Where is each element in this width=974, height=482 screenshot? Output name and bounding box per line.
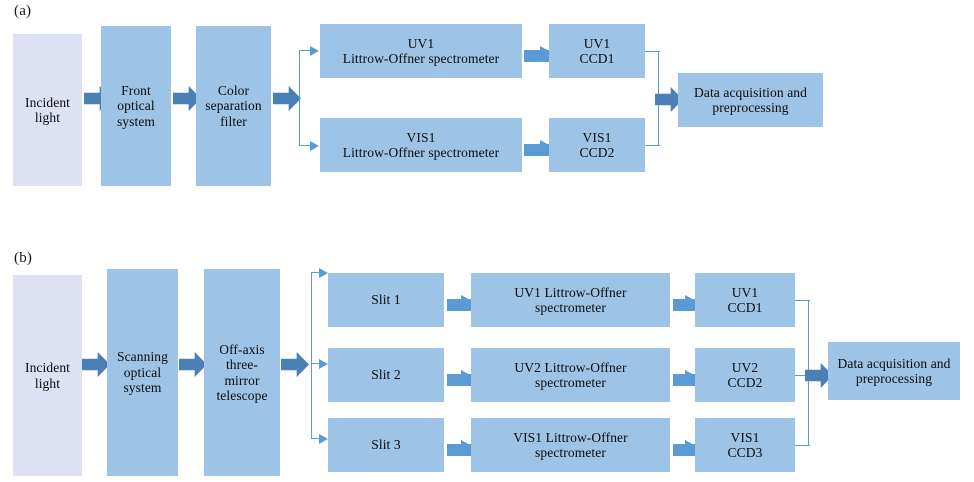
node-data-acquisition-b: Data acquisition and preprocessing bbox=[828, 342, 960, 400]
node-vis1-spectrometer-a: VIS1 Littrow-Offner spectrometer bbox=[320, 118, 522, 172]
node-incident-light-b: Incident light bbox=[13, 275, 82, 476]
node-vis1-ccd2-a: VIS1 CCD2 bbox=[549, 118, 645, 172]
node-label: Slit 1 bbox=[371, 292, 401, 308]
node-data-acquisition-a: Data acquisition and preprocessing bbox=[678, 73, 823, 127]
node-label: VIS1 Littrow-Offner spectrometer bbox=[342, 129, 500, 161]
node-label: Off-axis three- mirror telescope bbox=[216, 341, 268, 404]
arrowhead-vis1-spectrometer-to-ccd2-a bbox=[540, 140, 549, 150]
arrowhead-branch-to-uv1-spectrometer-a bbox=[310, 46, 319, 56]
arrow-scanning-optical-to-telescope-b bbox=[179, 352, 207, 377]
panel-b-label: (b) bbox=[14, 250, 33, 266]
node-uv2-ccd2-b: UV2 CCD2 bbox=[695, 348, 795, 402]
arrowhead-branch-to-vis1-spectrometer-a bbox=[310, 141, 319, 151]
node-label: VIS1 CCD3 bbox=[727, 429, 763, 461]
node-slit-1-b: Slit 1 bbox=[328, 273, 444, 327]
merge-stub-ccd1-b bbox=[795, 300, 810, 302]
node-label: UV1 Littrow-Offner spectrometer bbox=[342, 35, 500, 67]
merge-stub-ccd3-b bbox=[795, 445, 810, 447]
branch-stub-slit1-b bbox=[311, 272, 321, 274]
branch-stub-slit3-b bbox=[311, 438, 321, 440]
arrowhead-slit1-to-uv1-spectrometer-b bbox=[461, 295, 470, 305]
node-label: UV1 CCD1 bbox=[727, 284, 763, 316]
node-off-axis-telescope-b: Off-axis three- mirror telescope bbox=[204, 269, 280, 476]
node-label: UV2 Littrow-Offner spectrometer bbox=[514, 359, 627, 391]
merge-stub-bottom-a bbox=[645, 145, 660, 147]
node-label: Slit 3 bbox=[371, 437, 401, 453]
node-scanning-optical-system-b: Scanning optical system bbox=[107, 269, 178, 476]
node-uv1-ccd1-a: UV1 CCD1 bbox=[549, 24, 645, 78]
node-slit-3-b: Slit 3 bbox=[328, 418, 444, 472]
node-label: Incident light bbox=[24, 360, 71, 391]
node-vis1-ccd3-b: VIS1 CCD3 bbox=[695, 418, 795, 472]
node-label: VIS1 Littrow-Offner spectrometer bbox=[513, 429, 628, 461]
arrow-incident-to-scanning-optical-b bbox=[82, 352, 110, 377]
branch-stub-bottom-a bbox=[299, 145, 312, 147]
node-vis1-spectrometer-b: VIS1 Littrow-Offner spectrometer bbox=[471, 418, 670, 472]
panel-a-label: (a) bbox=[14, 3, 32, 19]
node-label: VIS1 CCD2 bbox=[579, 129, 615, 161]
arrow-color-filter-to-branch-a bbox=[273, 86, 301, 111]
arrowhead-branch-to-slit-1-b bbox=[319, 268, 328, 278]
arrowhead-uv1-spectrometer-to-ccd1-b bbox=[685, 295, 694, 305]
node-label: UV1 CCD1 bbox=[579, 35, 615, 67]
arrowhead-uv1-spectrometer-to-ccd1-a bbox=[540, 46, 549, 56]
arrow-telescope-to-branch-b bbox=[281, 352, 309, 377]
arrowhead-slit2-to-uv2-spectrometer-b bbox=[461, 370, 470, 380]
node-label: UV1 Littrow-Offner spectrometer bbox=[514, 284, 627, 316]
arrowhead-vis1-spectrometer-to-ccd3-b bbox=[685, 440, 694, 450]
node-label: Front optical system bbox=[116, 82, 156, 129]
merge-stub-ccd2-b bbox=[795, 375, 810, 377]
arrowhead-uv2-spectrometer-to-ccd2-b bbox=[685, 370, 694, 380]
node-label: Incident light bbox=[24, 94, 71, 126]
node-label: Data acquisition and preprocessing bbox=[694, 84, 807, 116]
node-color-separation-filter-a: Color separation filter bbox=[196, 26, 271, 186]
arrowhead-branch-to-slit-3-b bbox=[319, 434, 328, 444]
merge-stub-top-a bbox=[645, 51, 660, 53]
branch-spine-b bbox=[311, 273, 313, 439]
branch-stub-top-a bbox=[299, 50, 312, 52]
node-uv1-ccd1-b: UV1 CCD1 bbox=[695, 273, 795, 327]
node-uv1-spectrometer-b: UV1 Littrow-Offner spectrometer bbox=[471, 273, 670, 327]
branch-spine-a bbox=[299, 51, 301, 146]
branch-stub-slit2-b bbox=[311, 363, 321, 365]
node-incident-light-a: Incident light bbox=[13, 34, 82, 186]
arrowhead-slit3-to-vis1-spectrometer-b bbox=[461, 440, 470, 450]
node-label: Slit 2 bbox=[371, 367, 401, 383]
panel-b: (b) Incident light Scanning optical syst… bbox=[0, 241, 974, 482]
node-front-optical-system-a: Front optical system bbox=[101, 26, 171, 186]
node-uv1-spectrometer-a: UV1 Littrow-Offner spectrometer bbox=[320, 24, 522, 78]
panel-a: (a) Incident light Front optical system … bbox=[13, 3, 823, 186]
node-label: Data acquisition and preprocessing bbox=[837, 355, 951, 387]
node-label: Scanning optical system bbox=[116, 349, 169, 396]
arrowhead-branch-to-slit-2-b bbox=[319, 359, 328, 369]
node-label: UV2 CCD2 bbox=[727, 359, 763, 391]
node-slit-2-b: Slit 2 bbox=[328, 348, 444, 402]
node-uv2-spectrometer-b: UV2 Littrow-Offner spectrometer bbox=[471, 348, 670, 402]
node-label: Color separation filter bbox=[205, 82, 262, 129]
